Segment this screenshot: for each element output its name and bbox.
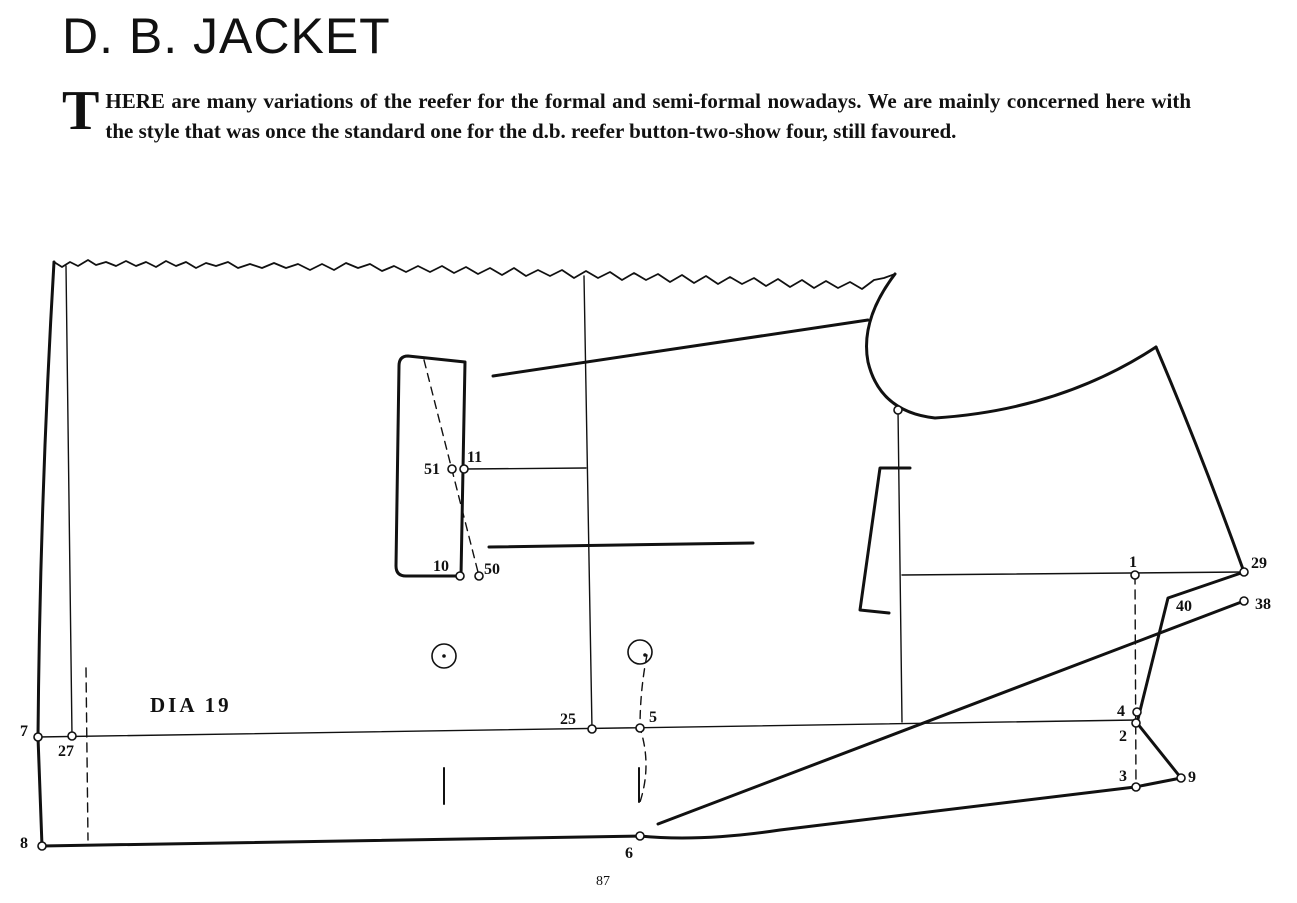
point-marker-armhole: [893, 405, 903, 415]
point-label-7: 7: [20, 723, 28, 740]
point-label-40: 40: [1176, 598, 1192, 615]
page-title: D. B. JACKET: [62, 8, 391, 64]
pocket-outline: [394, 354, 467, 578]
torn-top-edge: [53, 259, 896, 290]
point-marker-8: [37, 841, 47, 851]
breast-pocket-line: [487, 541, 755, 549]
construction-line-25: [583, 275, 593, 730]
side-seam: [1154, 345, 1246, 574]
point-marker-6: [635, 831, 645, 841]
drop-cap: T: [62, 80, 100, 142]
point-marker-5: [635, 723, 645, 733]
point-marker-38: [1239, 596, 1249, 606]
point-marker-29: [1239, 567, 1249, 577]
point-marker-10: [455, 571, 465, 581]
hem-line: [40, 776, 1183, 848]
intro-body: are many variations of the reefer for th…: [105, 89, 1191, 143]
point-label-8: 8: [20, 835, 28, 852]
point-marker-50: [474, 571, 484, 581]
point-label-51: 51: [424, 461, 440, 478]
button-circle-left: [431, 643, 457, 669]
front-dart: [858, 466, 912, 615]
chest-line: [901, 571, 1245, 576]
point-label-3: 3: [1119, 768, 1127, 785]
construction-line-27: [65, 265, 73, 737]
armhole-curve: [865, 272, 1158, 420]
page-number: 87: [596, 874, 610, 889]
point-marker-1: [1130, 570, 1140, 580]
point-marker-2: [1131, 718, 1141, 728]
button-circle-right: [627, 639, 653, 665]
point-label-29: 29: [1251, 555, 1267, 572]
point-label-2: 2: [1119, 728, 1127, 745]
hem-front-step: [1135, 570, 1246, 780]
point-marker-51: [447, 464, 457, 474]
point-marker-11: [459, 464, 469, 474]
point-label-38: 38: [1255, 596, 1271, 613]
dashed-line-front: [1134, 574, 1137, 788]
point-marker-4: [1132, 707, 1142, 717]
shoulder-line: [491, 318, 870, 378]
point-label-11: 11: [467, 449, 482, 466]
point-marker-25: [587, 724, 597, 734]
point-label-5: 5: [649, 709, 657, 726]
point-marker-7: [33, 732, 43, 742]
intro-lead-word: HERE: [105, 89, 165, 113]
dashed-line-back: [85, 667, 89, 841]
point-label-4: 4: [1117, 703, 1125, 720]
point-marker-9: [1176, 773, 1186, 783]
point-label-25: 25: [560, 711, 576, 728]
point-label-9: 9: [1188, 769, 1196, 786]
point-label-1: 1: [1129, 554, 1137, 571]
pocket-level-line: [463, 467, 587, 470]
point-marker-27: [67, 731, 77, 741]
point-label-10: 10: [433, 558, 449, 575]
point-label-27: 27: [58, 743, 74, 760]
point-marker-3: [1131, 782, 1141, 792]
point-label-6: 6: [625, 845, 633, 862]
diagram-caption: DIA 19: [150, 693, 232, 717]
left-edge-line: [36, 260, 56, 848]
point-label-50: 50: [484, 561, 500, 578]
lapel-line: [656, 599, 1246, 826]
construction-line-armhole: [897, 409, 903, 723]
